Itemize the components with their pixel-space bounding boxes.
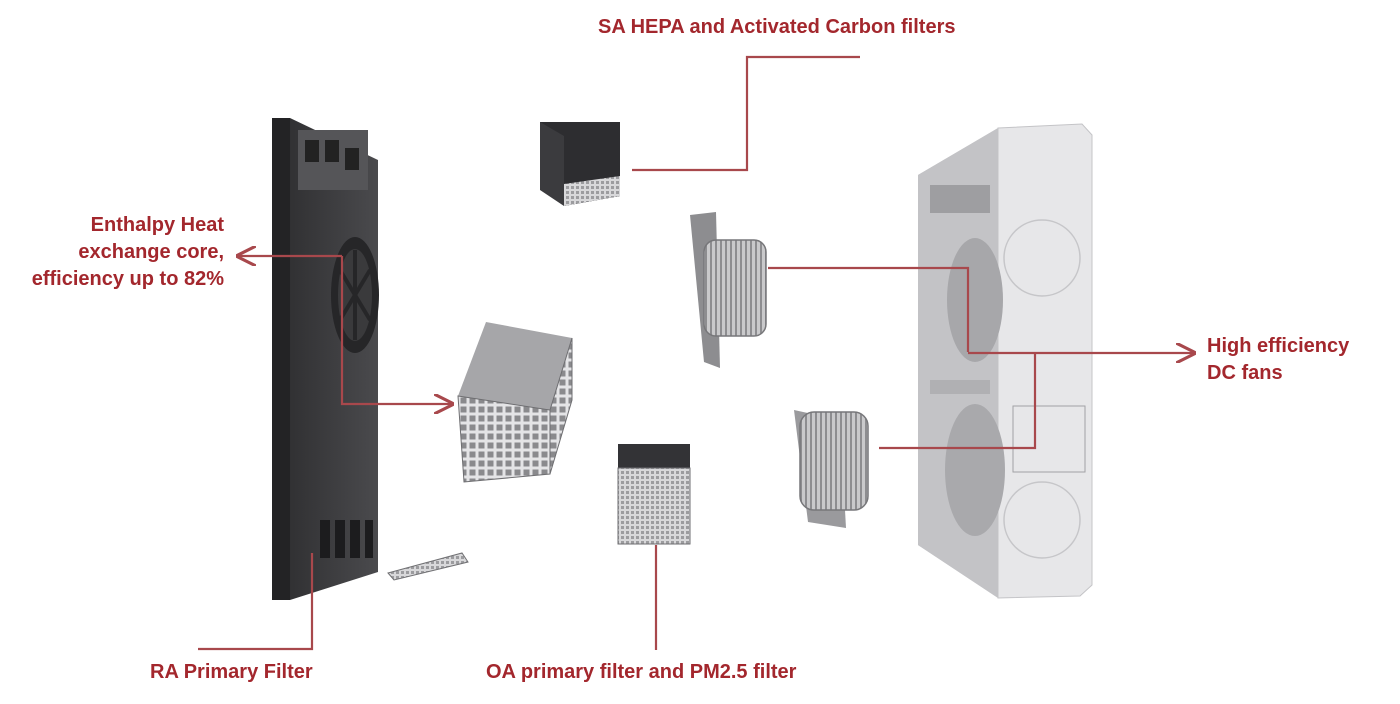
lower-dc-fan <box>794 410 869 528</box>
main-housing <box>918 123 1093 599</box>
leader-lines <box>198 55 1194 651</box>
leader-upper-fan <box>768 266 970 352</box>
label-enthalpy-line-3: efficiency up to 82% <box>31 268 224 290</box>
leader-ra-filter <box>198 553 314 651</box>
label-oa-pm25-filter: OA primary filter and PM2.5 filter <box>486 661 797 683</box>
label-dc-fans-line-1: High efficiency <box>1207 335 1350 357</box>
front-panel <box>272 118 379 600</box>
label-enthalpy-heat-exchange-core: Enthalpy Heat exchange core, efficiency … <box>32 212 224 293</box>
label-high-efficiency-dc-fans: High efficiency DC fans <box>1207 333 1349 387</box>
sa-hepa-carbon-filter <box>540 122 620 206</box>
leader-enthalpy-core <box>340 256 452 404</box>
upper-dc-fan <box>690 212 767 368</box>
label-ra-primary-filter: RA Primary Filter <box>150 661 313 683</box>
oa-pm25-filter <box>617 444 691 545</box>
leader-sa-filters <box>632 55 860 172</box>
label-sa-hepa-carbon-filters: SA HEPA and Activated Carbon filters <box>598 16 956 38</box>
enthalpy-heat-exchange-core <box>457 322 573 483</box>
ra-primary-filter <box>387 552 469 581</box>
leader-lower-fan <box>879 352 1037 450</box>
label-dc-fans-line-2: DC fans <box>1207 362 1283 384</box>
label-enthalpy-line-1: Enthalpy Heat <box>90 214 224 236</box>
label-enthalpy-line-2: exchange core, <box>78 241 224 263</box>
